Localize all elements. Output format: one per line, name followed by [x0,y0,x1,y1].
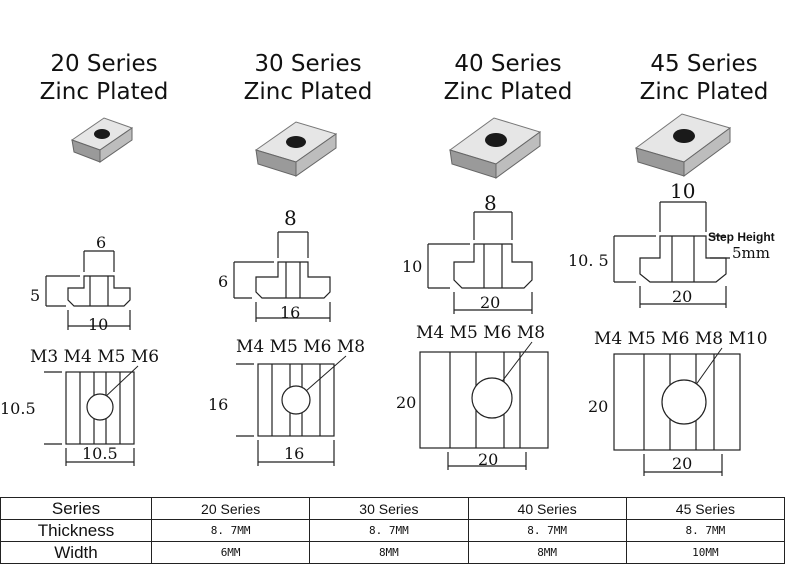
series-title: 45 Series Zinc Plated [606,50,785,106]
tnut-drawings: 10 Step Height 5mm 10. 5 20 M4 M5 M6 M8 … [568,113,775,476]
series-name: 30 Series [254,51,362,77]
plan-drawing [44,371,135,466]
dim-plan-length: 20 [396,393,416,412]
series-finish: Zinc Plated [39,79,169,105]
series-column-40: 40 Series Zinc Plated 8 10 20 M4 M5 M6 M… [392,0,588,495]
dim-plan-width: 10.5 [82,444,118,463]
tnut-photo [254,121,338,177]
dim-bottom-width: 10 [88,315,108,334]
series-name: 20 Series [50,51,158,77]
spec-row-label: Thickness [0,519,152,542]
series-title: 40 Series Zinc Plated [410,50,606,106]
thread-sizes: M4 M5 M6 M8 [236,337,365,357]
dim-top-height: 5 [30,286,40,305]
series-finish: Zinc Plated [443,79,573,105]
dim-top-width: 8 [484,191,497,215]
plan-drawing [236,363,335,466]
spec-header-cell: 45 Series [625,497,785,520]
dim-plan-length: 10.5 [0,399,36,418]
tnut-drawings: 8 6 16 M4 M5 M6 M8 16 16 [208,121,365,466]
thread-sizes: M3 M4 M5 M6 [30,347,159,367]
dim-top-height: 6 [218,272,228,291]
profile-drawing [233,231,331,322]
dim-bottom-width: 20 [672,287,692,306]
spec-cell: 8MM [467,541,627,564]
series-name: 40 Series [454,51,562,77]
spec-cell: 6MM [150,541,311,564]
spec-table: Series 20 Series 30 Series 40 Series 45 … [0,497,785,569]
spec-cell: 8MM [309,541,469,564]
spec-header-cell: 20 Series [150,497,311,520]
dim-plan-length: 16 [208,395,228,414]
thread-sizes: M4 M5 M6 M8 M10 [594,329,768,349]
dim-plan-width: 16 [284,444,304,463]
series-name: 45 Series [650,51,758,77]
series-column-30: 30 Series Zinc Plated 8 6 16 M4 M5 M6 M8 [196,0,392,495]
step-height-label: Step Height [708,230,775,244]
tnut-photo [70,117,134,163]
tnut-drawings: 6 5 10 M3 M4 M5 M6 10.5 10.5 [0,117,159,466]
dim-top-height: 10 [402,257,422,276]
spec-header-row: Series 20 Series 30 Series 40 Series 45 … [0,497,785,520]
spec-cell: 8. 7MM [467,519,627,542]
tnut-photo [448,117,542,179]
dim-top-height: 10. 5 [568,251,609,270]
plan-drawing [613,353,741,476]
spec-header-cell: 40 Series [467,497,627,520]
spec-row-thickness: Thickness 8. 7MM 8. 7MM 8. 7MM 8. 7MM [0,519,785,542]
series-title: 20 Series Zinc Plated [6,50,202,106]
series-title: 30 Series Zinc Plated [210,50,406,106]
spec-cell: 8. 7MM [309,519,469,542]
dim-plan-width: 20 [672,454,692,473]
spec-cell: 8. 7MM [150,519,311,542]
spec-cell: 10MM [625,541,785,564]
dim-plan-width: 20 [478,450,498,469]
thread-sizes: M4 M5 M6 M8 [416,323,545,343]
spec-cell: 8. 7MM [625,519,785,542]
series-finish: Zinc Plated [243,79,373,105]
tnut-drawings: 8 10 20 M4 M5 M6 M8 20 20 [396,117,549,470]
spec-header-label: Series [0,497,152,520]
dim-bottom-width: 20 [480,293,500,312]
dim-bottom-width: 16 [280,303,300,322]
step-height-value: 5mm [732,244,770,262]
spec-row-label: Width [0,541,152,564]
plan-drawing [419,351,549,470]
spec-row-width: Width 6MM 8MM 8MM 10MM [0,541,785,564]
series-column-45: 45 Series Zinc Plated 10 Step Height 5mm… [568,0,785,495]
dim-plan-length: 20 [588,397,608,416]
series-finish: Zinc Plated [639,79,769,105]
dim-top-width: 6 [96,233,106,252]
dim-top-width: 10 [670,179,695,203]
series-column-20: 20 Series Zinc Plated 6 5 10 M3 M4 M5 M6 [0,0,196,495]
profile-drawing [427,211,533,314]
tnut-photo [634,113,732,177]
dim-top-width: 8 [284,206,297,230]
profile-drawing [45,250,131,330]
profile-drawing [613,201,730,308]
spec-header-cell: 30 Series [309,497,469,520]
